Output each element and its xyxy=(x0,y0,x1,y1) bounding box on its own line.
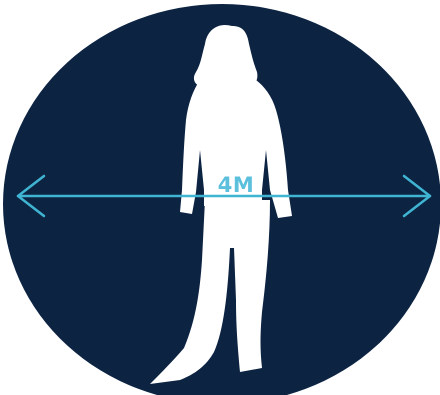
measurement-label: 4M xyxy=(218,173,255,197)
